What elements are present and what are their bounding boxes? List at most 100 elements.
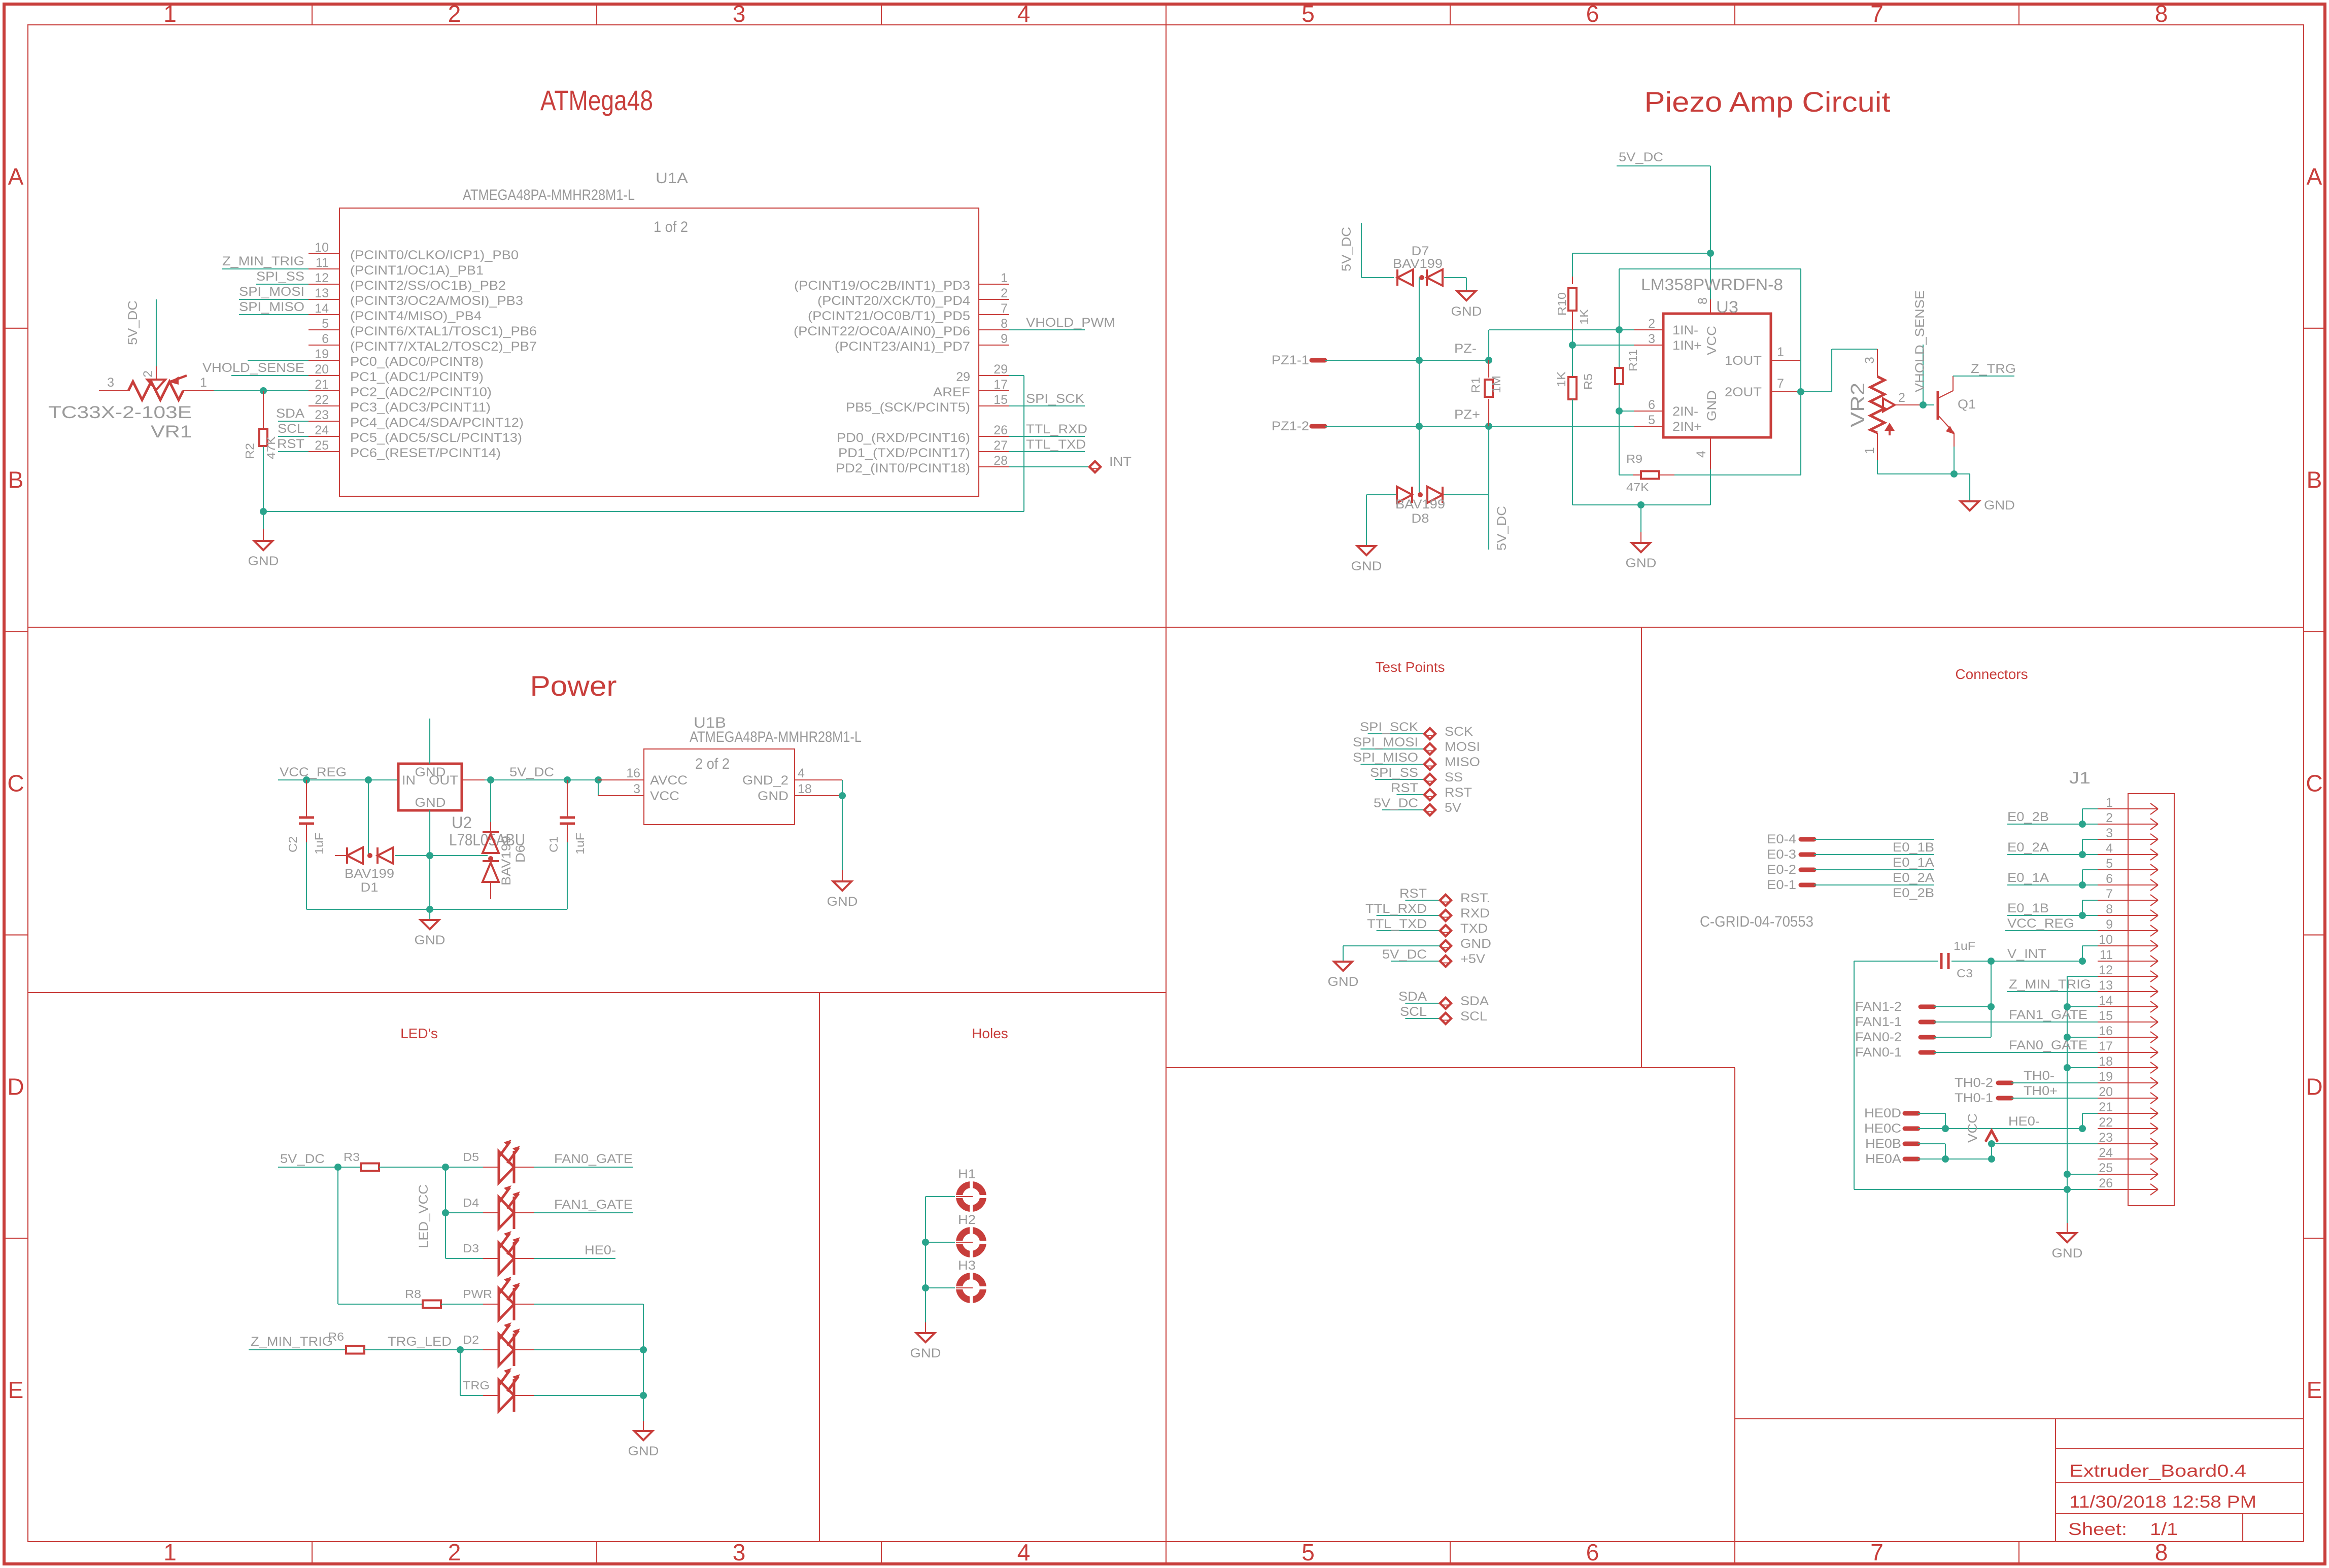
svg-text:7: 7	[1777, 377, 1784, 391]
svg-text:VHOLD_SENSE: VHOLD_SENSE	[202, 361, 304, 375]
svg-text:R2: R2	[243, 443, 256, 459]
svg-text:23: 23	[315, 408, 329, 422]
svg-text:4: 4	[2106, 841, 2113, 856]
svg-text:H1: H1	[958, 1167, 976, 1181]
svg-text:PB5_(SCK/PCINT5): PB5_(SCK/PCINT5)	[846, 400, 970, 415]
svg-text:22: 22	[315, 393, 329, 407]
svg-text:14: 14	[2099, 994, 2113, 1008]
svg-text:SPI_MOSI: SPI_MOSI	[1353, 735, 1418, 749]
svg-text:15: 15	[994, 393, 1008, 407]
svg-text:5V_DC: 5V_DC	[1382, 947, 1427, 962]
svg-text:5: 5	[322, 317, 329, 331]
svg-text:7: 7	[2106, 887, 2113, 901]
svg-text:3: 3	[1863, 357, 1877, 364]
svg-text:PC0_(ADC0/PCINT8): PC0_(ADC0/PCINT8)	[350, 355, 484, 369]
svg-text:A: A	[8, 163, 24, 190]
svg-text:2: 2	[1001, 286, 1008, 300]
svg-text:Extruder_Board0.4: Extruder_Board0.4	[2069, 1461, 2246, 1481]
svg-text:(PCINT6/XTAL1/TOSC1)_PB6: (PCINT6/XTAL1/TOSC1)_PB6	[350, 324, 537, 338]
svg-text:FAN1_GATE: FAN1_GATE	[554, 1198, 633, 1212]
svg-text:(PCINT4/MISO)_PB4: (PCINT4/MISO)_PB4	[350, 309, 482, 323]
svg-text:MISO: MISO	[1445, 755, 1480, 769]
svg-text:TRG_LED: TRG_LED	[388, 1335, 452, 1349]
svg-text:GND: GND	[415, 765, 446, 779]
svg-text:1/1: 1/1	[2150, 1520, 2178, 1539]
svg-text:SDA: SDA	[1398, 990, 1427, 1004]
svg-text:20: 20	[315, 362, 329, 377]
svg-text:MOSI: MOSI	[1445, 740, 1480, 754]
svg-text:5: 5	[1302, 1539, 1315, 1565]
svg-text:ATMega48: ATMega48	[540, 84, 653, 116]
svg-text:13: 13	[315, 286, 329, 300]
svg-text:PZ+: PZ+	[1454, 407, 1480, 422]
svg-text:17: 17	[2099, 1039, 2113, 1053]
svg-text:26: 26	[2099, 1176, 2113, 1190]
svg-text:C3: C3	[1957, 967, 1973, 980]
svg-text:E: E	[2307, 1377, 2322, 1403]
svg-text:LM358PWRDFN-8: LM358PWRDFN-8	[1641, 276, 1783, 294]
svg-text:PZ1-2: PZ1-2	[1272, 419, 1309, 433]
svg-text:7: 7	[1001, 301, 1008, 316]
svg-text:6: 6	[1648, 398, 1655, 412]
svg-text:RXD: RXD	[1460, 906, 1490, 921]
svg-text:1uF: 1uF	[313, 833, 326, 855]
svg-text:D: D	[2306, 1073, 2322, 1100]
svg-text:HE0D: HE0D	[1864, 1106, 1901, 1120]
svg-text:PD2_(INT0/PCINT18): PD2_(INT0/PCINT18)	[836, 461, 970, 475]
svg-text:PC4_(ADC4/SDA/PCINT12): PC4_(ADC4/SDA/PCINT12)	[350, 416, 524, 430]
svg-text:RST: RST	[1445, 786, 1472, 800]
svg-text:E0_1B: E0_1B	[2007, 901, 2049, 915]
svg-text:TTL_TXD: TTL_TXD	[1367, 917, 1427, 931]
svg-text:VHOLD_PWM: VHOLD_PWM	[1026, 316, 1115, 330]
svg-text:TTL_RXD: TTL_RXD	[1365, 902, 1427, 916]
svg-text:GND: GND	[248, 554, 279, 568]
svg-text:7: 7	[1870, 1539, 1883, 1565]
svg-text:3: 3	[733, 1539, 746, 1565]
svg-text:4: 4	[1694, 451, 1708, 458]
svg-text:R8: R8	[405, 1287, 421, 1301]
svg-text:GND: GND	[1460, 937, 1491, 951]
svg-text:GND: GND	[415, 796, 446, 810]
svg-text:RST: RST	[277, 437, 304, 451]
svg-text:14: 14	[315, 301, 329, 316]
svg-text:3: 3	[2106, 826, 2113, 840]
svg-text:2: 2	[141, 370, 155, 378]
svg-text:(PCINT23/AIN1)_PD7: (PCINT23/AIN1)_PD7	[835, 339, 970, 354]
svg-text:18: 18	[2099, 1054, 2113, 1069]
svg-text:8: 8	[2155, 1, 2168, 27]
svg-text:FAN0_GATE: FAN0_GATE	[2009, 1038, 2087, 1052]
svg-text:C2: C2	[286, 836, 299, 853]
svg-text:2: 2	[1898, 391, 1905, 405]
svg-text:Connectors: Connectors	[1955, 666, 2028, 682]
svg-text:11/30/2018 12:58 PM: 11/30/2018 12:58 PM	[2069, 1492, 2256, 1512]
svg-text:E0_1B: E0_1B	[1893, 840, 1934, 855]
svg-text:Power: Power	[530, 670, 617, 702]
svg-text:D4: D4	[463, 1196, 479, 1209]
svg-text:FAN1-2: FAN1-2	[1855, 1000, 1902, 1014]
svg-text:19: 19	[2099, 1070, 2113, 1084]
svg-text:R9: R9	[1626, 452, 1642, 465]
svg-text:4: 4	[1017, 1539, 1031, 1565]
svg-text:GND: GND	[1351, 559, 1382, 573]
svg-text:SPI_SCK: SPI_SCK	[1360, 720, 1418, 734]
svg-text:1: 1	[1001, 271, 1008, 285]
svg-text:VCC: VCC	[1966, 1113, 1980, 1143]
svg-text:3: 3	[633, 782, 640, 796]
svg-text:1K: 1K	[1555, 371, 1568, 387]
svg-text:VR1: VR1	[151, 422, 192, 441]
svg-text:H3: H3	[958, 1258, 976, 1273]
svg-text:(PCINT21/OC0B/T1)_PD5: (PCINT21/OC0B/T1)_PD5	[808, 309, 970, 323]
svg-text:U1A: U1A	[656, 170, 688, 187]
svg-text:1IN-: 1IN-	[1672, 323, 1698, 337]
svg-text:PZ1-1: PZ1-1	[1272, 353, 1309, 367]
svg-text:E0_2B: E0_2B	[2007, 810, 2049, 824]
svg-text:E0_2A: E0_2A	[1893, 871, 1934, 885]
svg-text:29: 29	[956, 370, 970, 384]
svg-text:FAN0_GATE: FAN0_GATE	[554, 1152, 633, 1166]
svg-text:LED's: LED's	[400, 1026, 438, 1041]
svg-text:1uF: 1uF	[573, 833, 587, 855]
svg-text:FAN1-1: FAN1-1	[1855, 1015, 1902, 1029]
svg-text:R6: R6	[328, 1330, 344, 1343]
svg-text:RST.: RST.	[1460, 891, 1490, 905]
svg-text:D5: D5	[463, 1150, 479, 1164]
